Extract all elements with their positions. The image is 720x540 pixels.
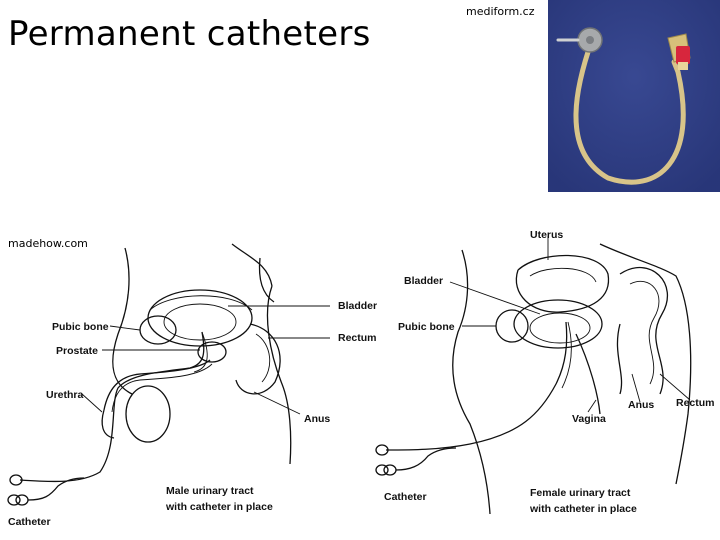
male-urethra: [103, 359, 211, 411]
male-rectum: [235, 323, 281, 395]
male-label-bladder: Bladder: [338, 300, 377, 312]
male-diagram: Bladder Rectum Pubic bone Prostate Ureth…: [7, 243, 377, 528]
male-label-catheter: Catheter: [8, 516, 51, 528]
male-label-prostate: Prostate: [56, 345, 98, 357]
female-label-anus: Anus: [628, 399, 654, 411]
female-label-pubic-bone: Pubic bone: [398, 321, 455, 333]
female-label-uterus: Uterus: [530, 229, 563, 241]
urinary-tract-diagram: Bladder Rectum Pubic bone Prostate Ureth…: [7, 229, 715, 528]
catheter-red-tip: [676, 46, 690, 64]
male-label-rectum: Rectum: [338, 332, 377, 344]
photo-credit: mediform.cz: [466, 5, 535, 18]
catheter-tube: [573, 37, 686, 185]
female-vagina: [575, 333, 601, 415]
female-catheter-tube: [385, 321, 568, 451]
female-caption-line1: Female urinary tract: [530, 487, 631, 499]
female-caption-line2: with catheter in place: [529, 503, 637, 515]
female-diagram: Uterus Bladder Pubic bone Vagina Anus Re…: [375, 229, 715, 515]
male-prostate: [197, 341, 227, 363]
female-label-vagina: Vagina: [572, 413, 606, 425]
diagram-credit: madehow.com: [8, 237, 88, 250]
male-label-anus: Anus: [304, 413, 330, 425]
male-caption-line1: Male urinary tract: [166, 485, 254, 497]
male-bladder: [147, 289, 253, 347]
female-bladder: [513, 299, 603, 349]
female-pubic-bone: [495, 309, 529, 343]
male-caption-line2: with catheter in place: [165, 501, 273, 513]
female-label-catheter: Catheter: [384, 491, 427, 503]
female-uterus: [515, 254, 610, 313]
foley-catheter-photo: [548, 0, 720, 192]
male-pubic-bone: [139, 315, 177, 345]
male-catheter-tube: [19, 331, 205, 483]
female-label-rectum: Rectum: [676, 397, 715, 409]
male-label-urethra: Urethra: [46, 389, 84, 401]
male-testis: [125, 385, 171, 443]
male-label-pubic-bone: Pubic bone: [52, 321, 109, 333]
slide-title: Permanent catheters: [8, 14, 371, 54]
female-label-bladder: Bladder: [404, 275, 443, 287]
